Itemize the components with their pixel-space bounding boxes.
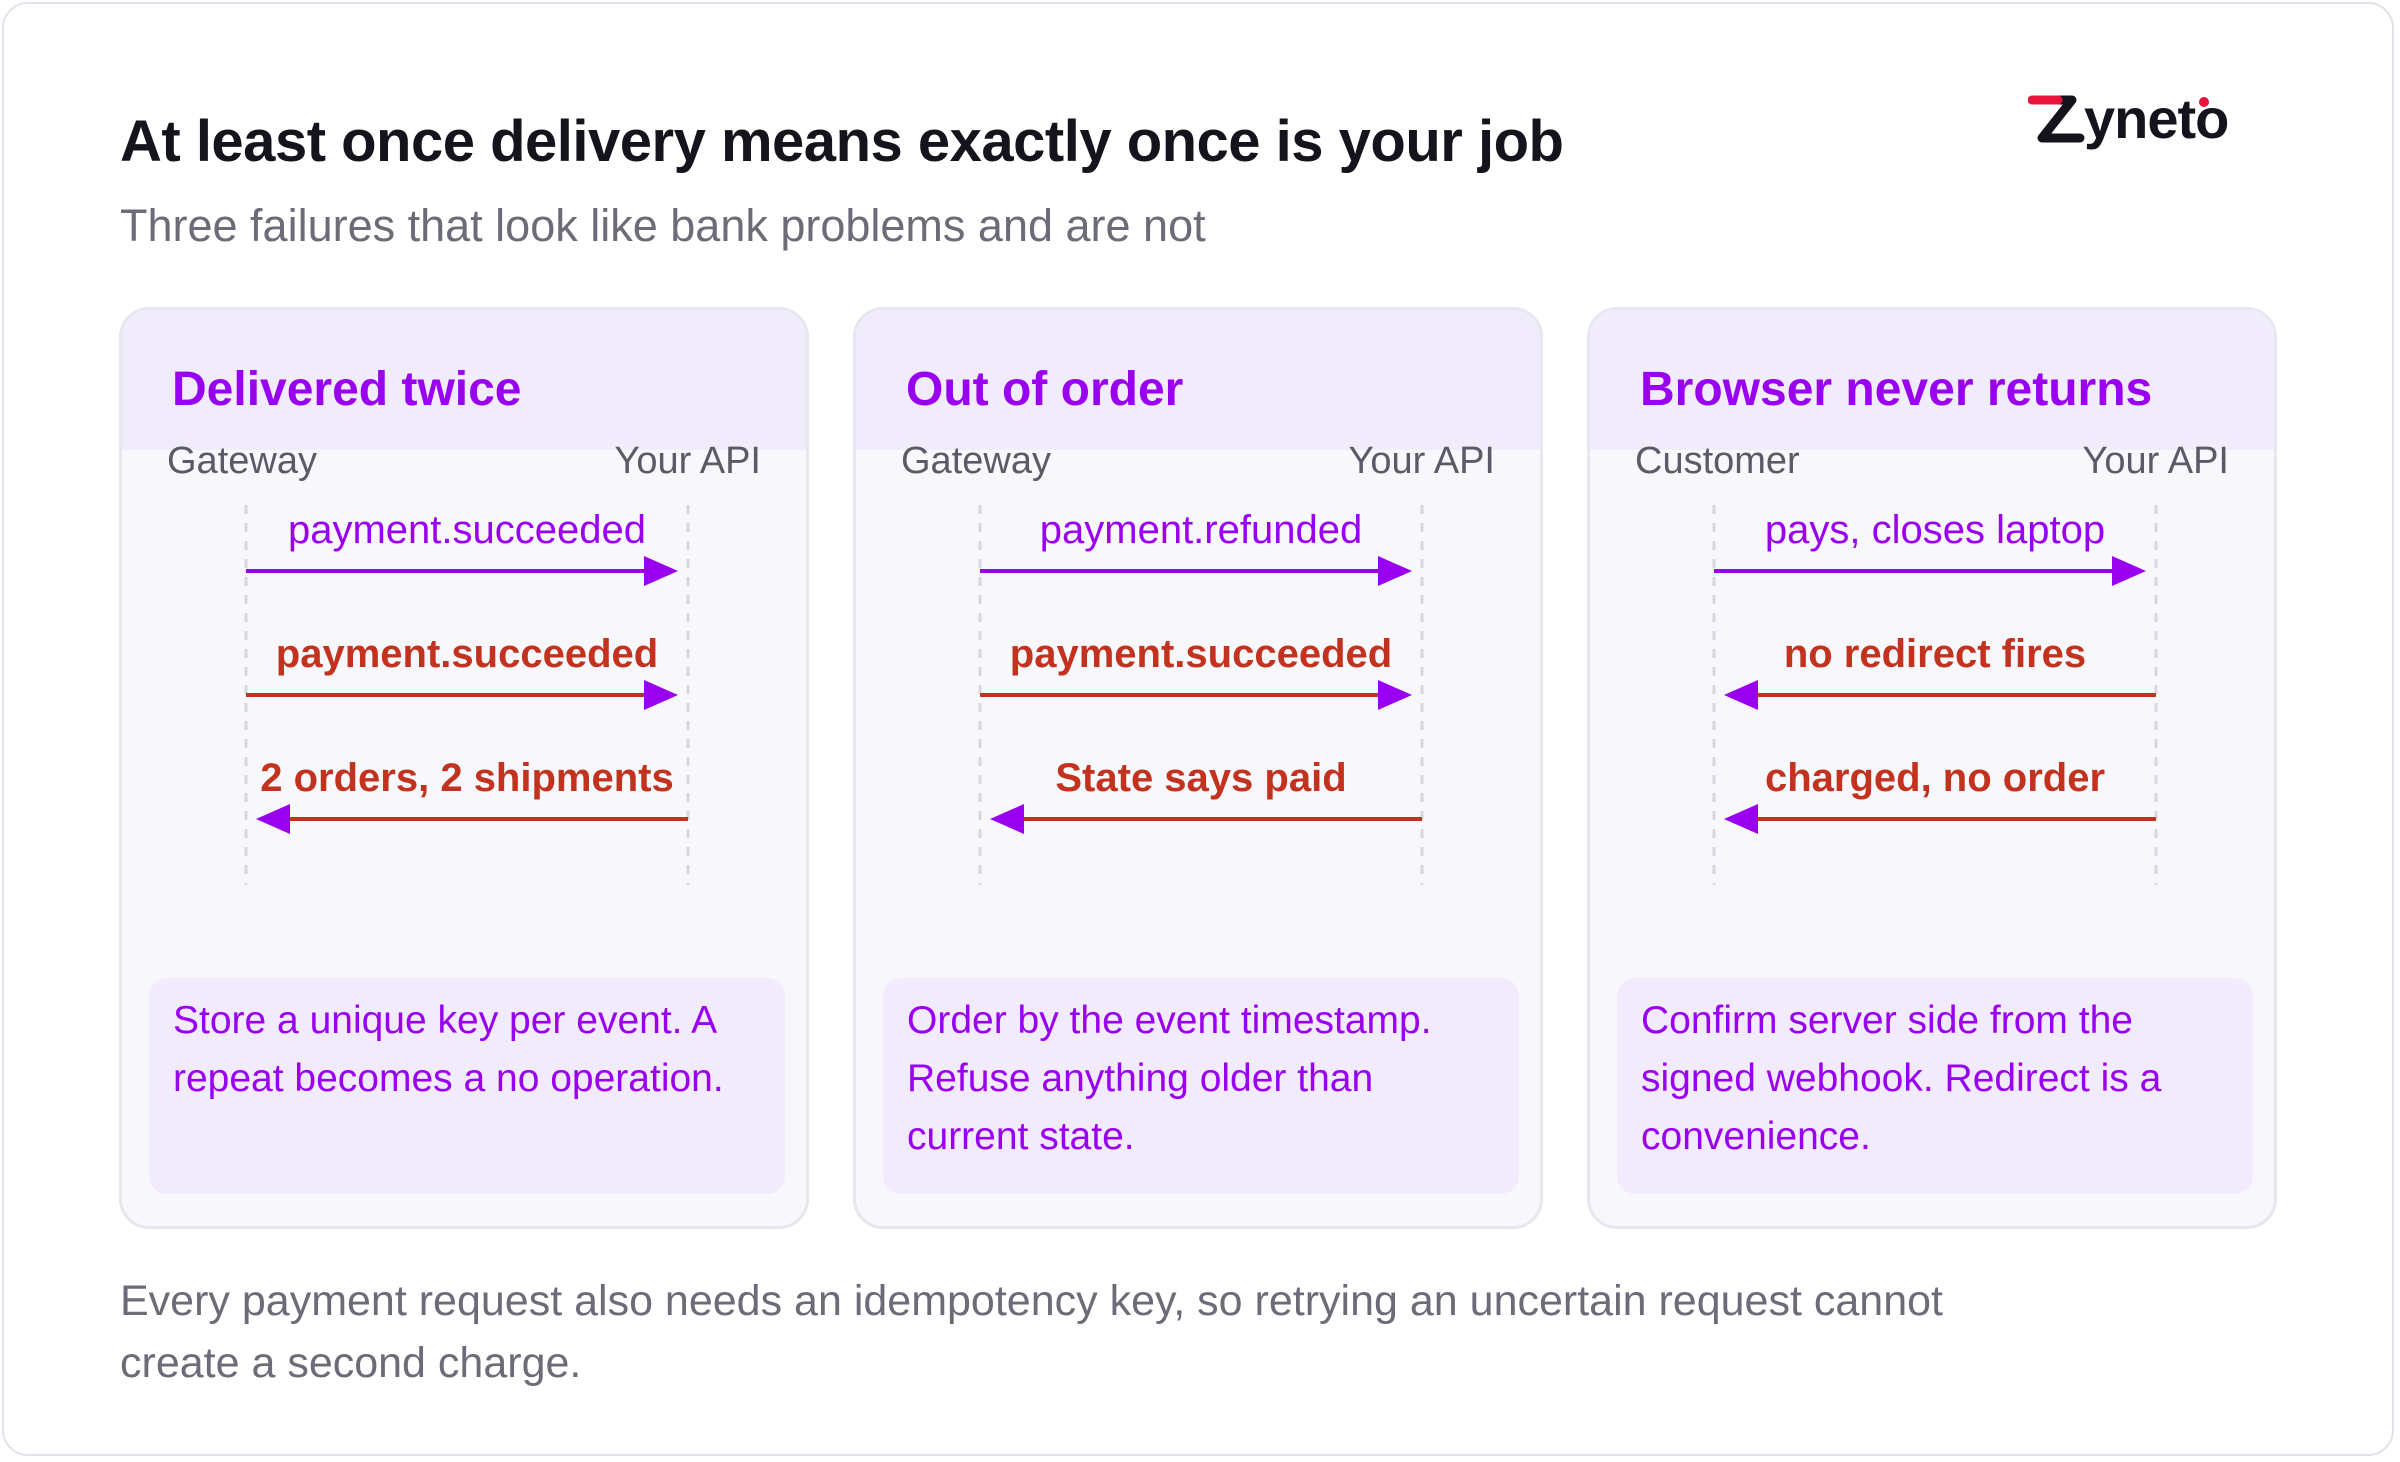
message-label-1: payment.refunded [1039,508,1363,552]
sequence-diagram [244,505,690,885]
logo-z-mark [2029,95,2085,143]
card-header [1590,310,2274,450]
card-title: Browser never returns [1640,363,2153,416]
arrowhead-1 [644,556,678,586]
message-label-3: 2 orders, 2 shipments [260,756,674,800]
message-label-2: payment.succeeded [275,632,659,676]
arrowhead-1 [2112,556,2146,586]
solution-note: Confirm server side from the signed webh… [1617,978,2253,1194]
logo-wordmark: yneto [2084,87,2228,150]
card-header [122,310,806,450]
arrowhead-2 [1378,680,1412,710]
card-delivered-twice: Delivered twice Gateway Your API payment… [119,307,809,1229]
message-label-3: charged, no order [1764,756,2106,800]
arrowhead-3 [990,804,1024,834]
card-browser-never-returns: Browser never returns Customer Your API … [1587,307,2277,1229]
right-actor-label: Your API [1348,440,1496,482]
message-label-1: payment.succeeded [287,508,646,552]
logo-dot [2199,97,2209,107]
card-out-of-order: Out of order Gateway Your API payment.re… [853,307,1543,1229]
arrowhead-3 [256,804,290,834]
left-actor-label: Gateway [167,440,317,482]
page-subtitle: Three failures that look like bank probl… [120,200,1206,251]
right-actor-label: Your API [2082,440,2230,482]
card-title: Out of order [906,363,1184,416]
card-header [856,310,1540,450]
zyneto-logo: yneto [2028,87,2229,150]
arrowhead-3 [1724,804,1758,834]
sequence-diagram [978,505,1424,885]
page-title: At least once delivery means exactly onc… [120,109,1564,174]
left-actor-label: Customer [1635,440,1800,482]
message-label-1: pays, closes laptop [1764,508,2106,552]
card-title: Delivered twice [172,363,522,416]
solution-note: Store a unique key per event. A repeat b… [149,978,785,1194]
message-label-2: payment.succeeded [1009,632,1393,676]
arrowhead-2 [1724,680,1758,710]
sequence-diagram [1712,505,2158,885]
solution-note: Order by the event timestamp. Refuse any… [883,978,1519,1194]
arrowhead-1 [1378,556,1412,586]
footer-note: Every payment request also needs an idem… [120,1277,1943,1387]
message-label-2: no redirect fires [1783,632,2087,676]
left-actor-label: Gateway [901,440,1051,482]
right-actor-label: Your API [614,440,762,482]
message-label-3: State says paid [1055,756,1347,800]
arrowhead-2 [644,680,678,710]
